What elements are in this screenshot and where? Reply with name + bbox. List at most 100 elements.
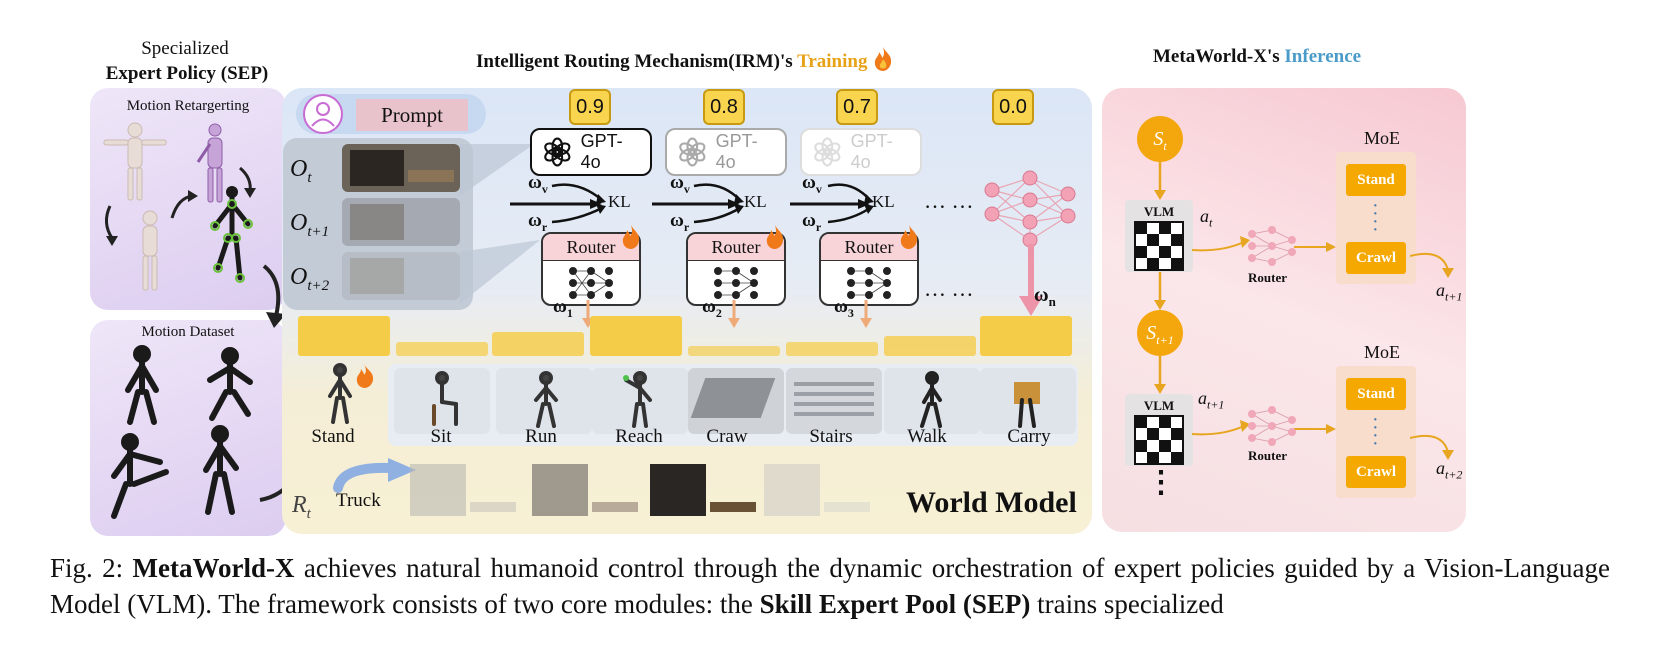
ellipsis-bottom: … … xyxy=(924,276,974,301)
omega-v-label: ωv xyxy=(670,172,690,196)
gpt4o-label-2: GPT-4o xyxy=(715,131,758,172)
kl-label: KL xyxy=(872,192,895,211)
router-3-down-arrow xyxy=(860,300,872,328)
arrow-vlm-router-1 xyxy=(1192,236,1250,252)
retargeting-illustration xyxy=(103,122,256,291)
router-net-icon xyxy=(569,267,613,299)
irm-header-prefix: Intelligent Routing Mechanism(IRM)'s xyxy=(476,51,798,72)
router-net-icon xyxy=(1248,226,1296,266)
kl-arrows-icon xyxy=(790,183,874,224)
fire-icon xyxy=(875,47,892,71)
moe-title-2: MoE xyxy=(1364,342,1400,362)
motion-dataset-panel: Motion Dataset xyxy=(90,320,286,536)
weight-bar-walk xyxy=(884,336,976,356)
gpt4o-label-1: GPT-4o xyxy=(580,131,623,172)
user-avatar-icon xyxy=(303,94,343,134)
router-label-1: Router xyxy=(543,234,639,261)
motion-retargeting-label: Motion Retargerting xyxy=(126,98,250,114)
weight-bar-carry xyxy=(980,316,1072,356)
walk-robot-icon xyxy=(920,371,942,428)
weight-bar-stairs xyxy=(786,342,878,356)
state-t-node: St xyxy=(1137,116,1183,162)
sit-robot-icon xyxy=(432,371,458,426)
omega-n-label: ωn xyxy=(1034,284,1056,309)
action-t1-label: at+1 xyxy=(1198,388,1225,412)
obs-frame-t2 xyxy=(342,252,460,300)
sep-header-line2: Expert Policy (SEP) xyxy=(105,63,269,84)
caption-prefix: Fig. 2: xyxy=(50,553,133,583)
moe-block-1: Stand ···· Crawl xyxy=(1336,152,1416,284)
obs-t1-label: Ot+1 xyxy=(290,210,330,240)
sep-header-line1: Specialized xyxy=(141,38,229,59)
weight-bar-stand xyxy=(298,316,390,356)
kl-group-2: ωv ωr KL xyxy=(650,172,800,234)
weight-bar-reach xyxy=(590,316,682,356)
router-net-icon xyxy=(1248,406,1296,446)
world-model-rollout xyxy=(410,464,870,530)
router-net-icon xyxy=(714,267,758,299)
omega-n-arrow-icon xyxy=(1019,244,1043,316)
weight-bar-craw xyxy=(688,346,780,356)
obs-frame-t1 xyxy=(342,198,460,246)
skill-label-sit: Sit xyxy=(430,426,452,447)
router-label-right-1: Router xyxy=(1248,270,1287,285)
arrow-st1-vlm xyxy=(1154,356,1166,394)
obs-t-label: Ot xyxy=(290,156,312,186)
openai-logo-icon xyxy=(544,137,571,167)
checkerboard-icon xyxy=(1134,415,1184,465)
world-model-label: World Model xyxy=(906,486,1077,519)
omega-2-label: ω2 xyxy=(702,296,722,320)
router-2-down-arrow xyxy=(728,300,740,328)
omega-v-label: ωv xyxy=(528,172,548,196)
omega-v-label: ωv xyxy=(802,172,822,196)
skill-label-run: Run xyxy=(525,426,557,447)
reward-label: Rt xyxy=(292,492,311,522)
caption-bold-sep: Skill Expert Pool (SEP) xyxy=(759,589,1031,619)
score-badge-2: 0.8 xyxy=(703,89,745,125)
skill-label-stand: Stand xyxy=(311,426,355,447)
arrow-st-vlm xyxy=(1154,162,1166,200)
arrow-to-dataset-icon xyxy=(262,264,286,328)
kl-arrows-icon xyxy=(510,183,606,224)
router-net-icon xyxy=(847,267,891,299)
mw-header: MetaWorld-X's Inference xyxy=(1153,46,1361,68)
fire-icon xyxy=(766,225,784,249)
skill-label-craw: Craw xyxy=(706,426,748,447)
figure-caption: Fig. 2: MetaWorld-X achieves natural hum… xyxy=(50,550,1610,622)
vlm-label-2: VLM xyxy=(1143,398,1175,413)
kl-arrows-icon xyxy=(652,183,744,224)
final-neural-net-icon xyxy=(984,170,1076,248)
score-badge-1: 0.9 xyxy=(569,89,611,125)
obs-to-model-connector xyxy=(460,144,540,304)
dataset-robots-illustration xyxy=(111,345,253,519)
gpt4o-box-1: GPT-4o xyxy=(530,128,652,176)
action-t-label: at xyxy=(1200,206,1213,230)
truck-arrow-icon xyxy=(333,458,416,493)
action-t2-out-label: at+2 xyxy=(1436,458,1463,482)
skill-tile-stairs xyxy=(786,368,882,434)
skill-tile-carry xyxy=(980,368,1076,434)
moe-dots-1: ···· xyxy=(1372,195,1379,241)
moe-title-1: MoE xyxy=(1364,128,1400,148)
omega-3-label: ω3 xyxy=(834,296,854,320)
state-t1-node: St+1 xyxy=(1137,310,1183,356)
run-robot-icon xyxy=(534,371,558,428)
weight-bar-sit xyxy=(396,342,488,356)
vlm-label-1: VLM xyxy=(1143,204,1175,219)
omega-r-label: ωr xyxy=(802,210,822,234)
caption-text-1: achieves natural humanoid control throug… xyxy=(50,553,1610,619)
kl-label: KL xyxy=(608,192,631,211)
router-label-3: Router xyxy=(821,234,917,261)
stand-robot-icon xyxy=(328,363,374,424)
skill-label-walk: Walk xyxy=(907,426,947,447)
motion-retargeting-panel: Motion Retargerting xyxy=(90,88,286,310)
moe-crawl-button-2: Crawl xyxy=(1346,456,1406,488)
vlm-block-2: VLM xyxy=(1125,394,1193,466)
arrow-router-moe-1 xyxy=(1294,242,1336,252)
action-t1-out-label: at+1 xyxy=(1436,280,1463,304)
vertical-ellipsis: ⋮ xyxy=(1146,466,1176,499)
mw-header-prefix: MetaWorld-X's xyxy=(1153,46,1285,67)
ellipsis-top: … … xyxy=(924,188,974,213)
kl-group-1: ωv ωr KL xyxy=(508,172,658,234)
omega-r-label: ωr xyxy=(670,210,690,234)
